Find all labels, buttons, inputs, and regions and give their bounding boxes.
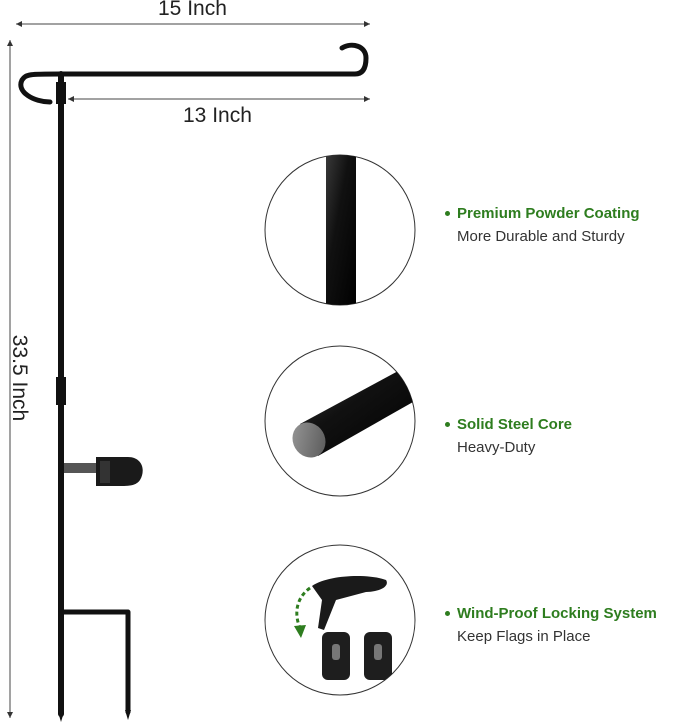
stopper-clip-icon (64, 457, 143, 486)
feature-title: Premium Powder Coating (457, 205, 640, 222)
height-label: 33.5 Inch (8, 334, 31, 422)
bullet-icon (445, 611, 450, 616)
pole-closeup-icon (264, 154, 416, 306)
locking-clip-icon (264, 544, 416, 696)
feature-title: Solid Steel Core (457, 416, 573, 433)
arm-width-label: 13 Inch (183, 104, 252, 127)
bullet-icon (445, 211, 450, 216)
steel-rod-cross-section-icon (264, 345, 416, 497)
feature-locking-system: Wind-Proof Locking System Keep Flags in … (445, 605, 677, 645)
feature-subtitle: Heavy-Duty (457, 439, 536, 456)
top-width-label: 15 Inch (158, 0, 227, 20)
bullet-icon (445, 422, 450, 427)
flag-pole (18, 42, 369, 717)
feature-steel-core: Solid Steel Core Heavy-Duty (445, 416, 677, 456)
feature-subtitle: More Durable and Sturdy (457, 228, 625, 245)
feature-subtitle: Keep Flags in Place (457, 628, 591, 645)
feature-powder-coating: Premium Powder Coating More Durable and … (445, 205, 677, 245)
feature-title: Wind-Proof Locking System (457, 605, 657, 622)
